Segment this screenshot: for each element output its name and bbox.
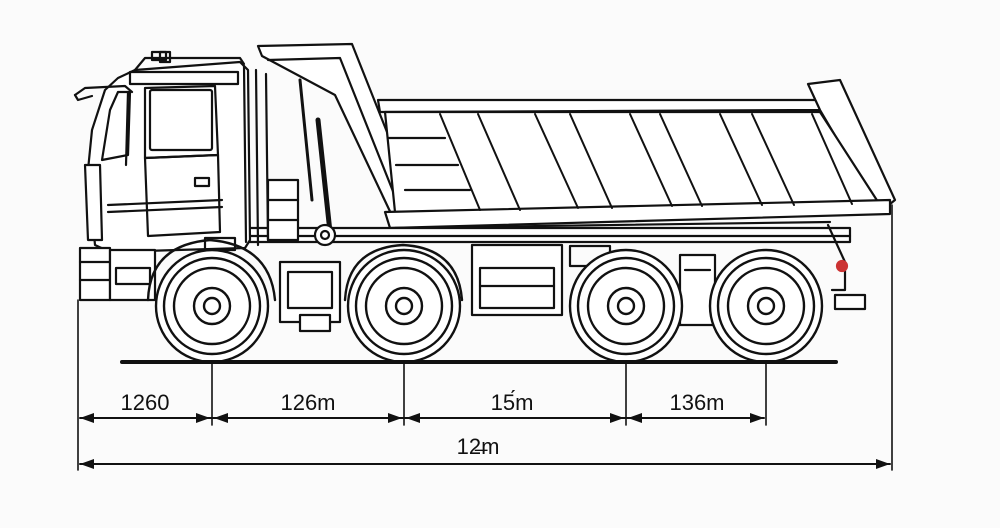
- cab: [73, 50, 270, 302]
- dump-body: [256, 42, 897, 230]
- overhang-label: 1260: [121, 390, 170, 415]
- wheel-front-1: [146, 238, 277, 364]
- wheel-rear-2: [708, 248, 824, 364]
- wheel-front-2: [343, 243, 464, 364]
- wheelbase-1-label: 126m: [280, 390, 335, 415]
- dimension-lines: [77, 204, 893, 471]
- total-length-label: 12̶m: [457, 434, 500, 459]
- wheelbase-2-label: 15́m: [491, 390, 534, 415]
- chassis-frame: [228, 78, 867, 333]
- dimension-arrows: [80, 413, 890, 469]
- wheels: [146, 238, 824, 364]
- wheel-rear-1: [568, 248, 684, 364]
- wheelbase-3-label: 136m: [669, 390, 724, 415]
